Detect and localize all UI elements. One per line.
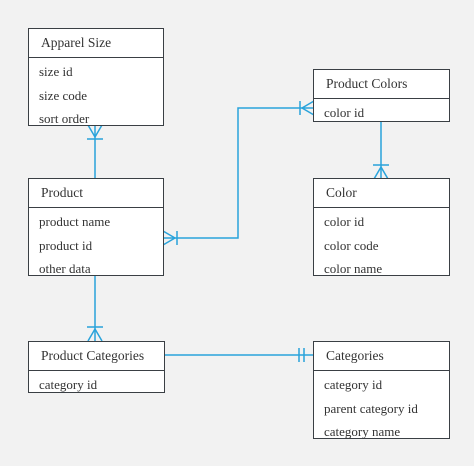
crowfoot-product-b bbox=[162, 237, 176, 246]
entity-title: Product Categories bbox=[29, 342, 164, 371]
entity-field: category name bbox=[324, 424, 401, 439]
crowfoot-apparel-size-b bbox=[94, 124, 103, 138]
entity-field: other data bbox=[39, 261, 91, 276]
entity-product-colors[interactable]: Product Colors color id bbox=[313, 69, 450, 122]
entity-field: color name bbox=[324, 261, 383, 276]
entity-field: color id bbox=[324, 214, 365, 229]
crowfoot-apparel-size-a bbox=[87, 124, 96, 138]
entity-field: category id bbox=[39, 377, 98, 392]
crowfoot-product-colors-b bbox=[301, 107, 315, 116]
entity-field: size id bbox=[39, 64, 73, 79]
entity-product[interactable]: Product product name product id other da… bbox=[28, 178, 164, 276]
edge-product-product-colors bbox=[163, 107, 314, 239]
entity-field: color id bbox=[324, 105, 365, 120]
entity-field: color code bbox=[324, 237, 379, 253]
entity-title: Apparel Size bbox=[29, 29, 163, 58]
entity-field: product id bbox=[39, 237, 93, 253]
entity-title: Color bbox=[314, 179, 449, 208]
entity-categories[interactable]: Categories category id parent category i… bbox=[313, 341, 450, 439]
crowfoot-product-a bbox=[162, 230, 176, 239]
entity-field: category id bbox=[324, 377, 383, 392]
crowfoot-color-a bbox=[373, 166, 382, 180]
crowfoot-product-colors-a bbox=[301, 100, 315, 109]
entity-field: parent category id bbox=[324, 400, 418, 416]
crowfoot-product-categories-b bbox=[94, 328, 103, 342]
entity-product-categories[interactable]: Product Categories category id bbox=[28, 341, 165, 393]
entity-apparel-size[interactable]: Apparel Size size id size code sort orde… bbox=[28, 28, 164, 126]
entity-title: Product bbox=[29, 179, 163, 208]
entity-color[interactable]: Color color id color code color name bbox=[313, 178, 450, 276]
entity-title: Product Colors bbox=[314, 70, 449, 99]
entity-field: product name bbox=[39, 214, 111, 229]
entity-field: sort order bbox=[39, 111, 90, 126]
crowfoot-color-b bbox=[380, 166, 389, 180]
entity-field: size code bbox=[39, 87, 88, 103]
entity-title: Categories bbox=[314, 342, 449, 371]
crowfoot-product-categories-a bbox=[87, 328, 96, 342]
